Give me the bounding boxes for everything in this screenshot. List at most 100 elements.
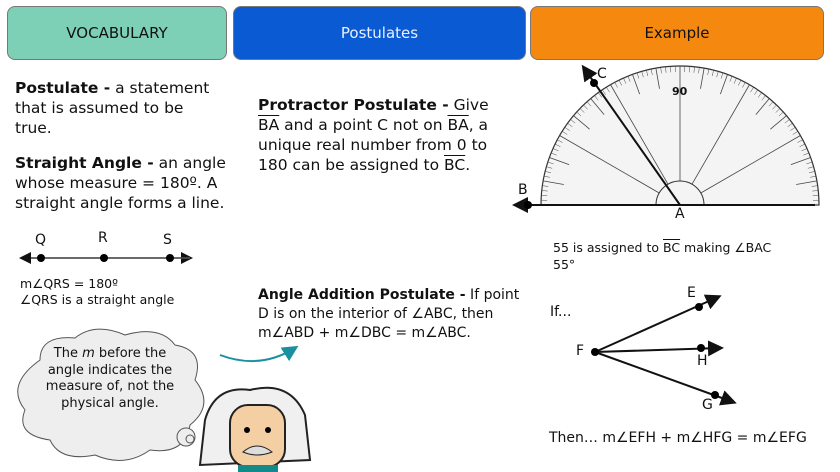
protractor-tick <box>543 175 550 178</box>
protractor-tick <box>542 185 549 187</box>
protractor-tick <box>641 71 644 78</box>
protractor-tick <box>614 82 618 88</box>
protractor-tick <box>573 115 590 130</box>
label-a: A <box>675 206 685 222</box>
protractor-tick <box>576 111 582 117</box>
protractor-tick <box>806 161 813 165</box>
protractor-tick <box>810 175 817 178</box>
protractor-tick <box>618 79 622 86</box>
protractor-tick <box>807 166 814 169</box>
example-header: Example <box>530 6 824 60</box>
label-h: H <box>697 353 708 369</box>
protractor-tick <box>554 143 561 147</box>
protractor-tick <box>784 119 790 124</box>
straight-note-desc: ∠QRS is a straight angle <box>20 292 175 307</box>
protractor-tick <box>787 123 793 128</box>
protractor-tick <box>738 79 742 86</box>
protractor-tick <box>790 127 796 131</box>
protractor-tick <box>768 101 774 107</box>
protractor-tick <box>808 171 815 174</box>
protractor-tick <box>579 108 585 113</box>
straight-note-measure: m∠QRS = 180º <box>20 276 119 291</box>
label-q: Q <box>35 232 47 248</box>
protractor-tick <box>719 74 728 95</box>
label-s: S <box>163 232 172 248</box>
protractor-tick <box>545 171 552 174</box>
protractor-tick <box>761 95 766 101</box>
protractor-tick <box>557 139 563 143</box>
protractor-tick <box>801 148 808 152</box>
curved-arrow <box>219 345 299 363</box>
protractor-tick <box>541 190 548 192</box>
protractor-tick <box>792 131 799 135</box>
protractor-tick <box>552 148 559 152</box>
protractor-tick <box>733 77 737 84</box>
protractor-tick <box>799 143 806 147</box>
protractor-tick <box>543 180 564 185</box>
protractor-tick <box>564 127 570 131</box>
protractor-tick <box>567 123 573 128</box>
protractor-tick <box>778 111 784 117</box>
protractor-tick <box>623 77 627 84</box>
protractor-tick <box>646 70 649 77</box>
protractor-tick <box>796 180 817 185</box>
protractor-tick <box>650 68 653 75</box>
protractor-tick <box>570 119 576 124</box>
protractor-tick <box>772 104 777 110</box>
protractor-90: 90 <box>672 85 688 98</box>
protractor-tick <box>716 71 719 78</box>
protractor-tick <box>700 68 705 89</box>
protractor-tick <box>757 92 762 98</box>
protractor-tick <box>660 67 662 74</box>
then-equation: Then… m∠EFH + m∠HFG = m∠EFG <box>549 430 807 446</box>
protractor-tick <box>803 152 809 156</box>
if-label: If... <box>550 304 572 320</box>
protractor-tick <box>729 76 733 82</box>
protractor-tick <box>547 161 554 165</box>
protractor-tick <box>549 157 570 166</box>
postulates-header: Postulates <box>233 6 526 60</box>
label-c: C <box>597 66 607 82</box>
angle-addition-postulate: Angle Addition Postulate - If point D is… <box>258 287 520 341</box>
protractor-tick <box>707 68 710 75</box>
protractor-tick <box>742 82 746 88</box>
thought-bubble <box>17 328 205 461</box>
ray-ac <box>581 64 681 206</box>
protractor-tick <box>590 98 605 115</box>
protractor-tick <box>750 86 754 93</box>
protractor-tick <box>797 139 803 143</box>
label-e: E <box>687 285 696 301</box>
label-g: G <box>702 397 713 413</box>
straight-angle-definition: Straight Angle - an angle whose measure … <box>15 154 226 212</box>
protractor-tick <box>546 166 553 169</box>
protractor-tick <box>598 92 603 98</box>
protractor-tick <box>754 89 758 95</box>
protractor-tick <box>665 66 667 73</box>
protractor-tick <box>551 152 557 156</box>
protractor-tick <box>711 70 714 77</box>
bubble-text: The m before the angle indicates the mea… <box>45 346 175 411</box>
protractor-tick <box>655 68 660 89</box>
protractor-tick <box>610 84 669 185</box>
protractor-tick <box>698 67 700 74</box>
protractor-tick <box>606 86 610 93</box>
protractor-tick <box>632 74 641 95</box>
protractor-tick <box>720 72 724 79</box>
protractor-tick <box>627 76 631 82</box>
straight-line-qrs <box>19 252 193 264</box>
label-r: R <box>98 230 108 246</box>
label-f: F <box>576 343 585 359</box>
protractor-tick <box>775 108 781 113</box>
protractor-tick <box>790 157 811 166</box>
label-b: B <box>518 182 528 198</box>
postulate-definition: Postulate - a statement that is assumed … <box>15 79 210 137</box>
protractor-tick <box>755 98 770 115</box>
protractor-tick <box>770 115 787 130</box>
protractor-postulate: Protractor Postulate - Give BA and a poi… <box>258 96 489 174</box>
protractor-tick <box>812 190 819 192</box>
protractor-tick <box>559 135 660 194</box>
vocabulary-header: VOCABULARY <box>7 6 227 60</box>
einstein-cartoon-icon <box>198 386 312 472</box>
